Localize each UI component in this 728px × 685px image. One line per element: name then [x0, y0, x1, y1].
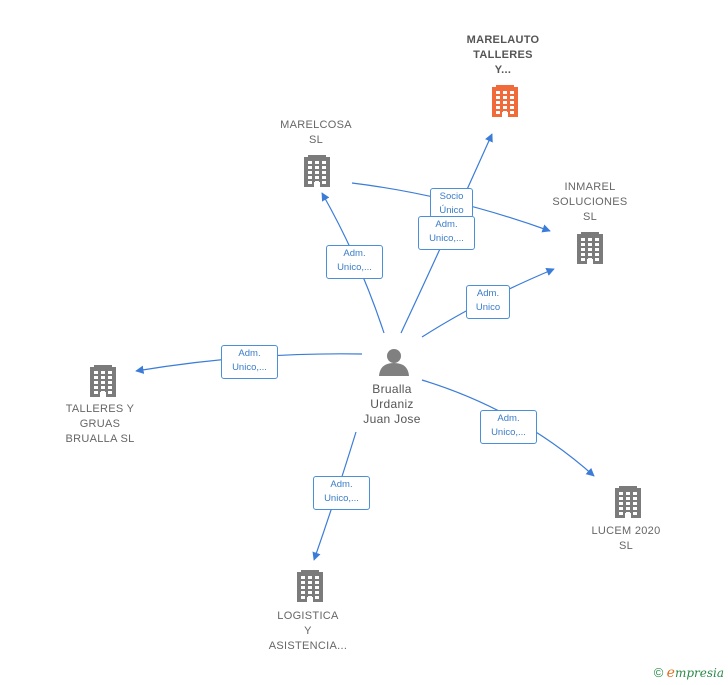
building-icon-marelauto[interactable]	[492, 85, 518, 117]
node-label-inmarel[interactable]: INMAREL SOLUCIONES SL	[552, 181, 628, 223]
node-label-lucem[interactable]: LUCEM 2020 SL	[591, 525, 661, 552]
building-icon-marelcosa[interactable]	[304, 155, 330, 187]
edge-label-adm-inmarel[interactable]: Adm. Unico	[466, 285, 510, 319]
building-icon-lucem[interactable]	[615, 486, 641, 518]
edge-label-socio-unico[interactable]: Socio Único	[430, 188, 473, 218]
center-person-label[interactable]: Brualla Urdaniz Juan Jose	[363, 382, 421, 426]
node-label-marelcosa[interactable]: MARELCOSA SL	[280, 119, 352, 146]
building-icon-inmarel[interactable]	[577, 232, 603, 264]
node-label-talleres[interactable]: TALLERES Y GRUAS BRUALLA SL	[65, 403, 135, 445]
node-label-logistica[interactable]: LOGISTICA Y ASISTENCIA...	[268, 610, 348, 652]
edge-label-adm-marelauto[interactable]: Adm. Unico,...	[418, 216, 475, 250]
copyright-symbol: ©	[653, 665, 664, 680]
node-label-marelauto[interactable]: MARELAUTO TALLERES Y...	[466, 34, 540, 76]
empresia-logo: © empresia	[654, 665, 724, 681]
brand-first-letter: e	[666, 665, 675, 681]
building-icon-logistica[interactable]	[297, 570, 323, 602]
edge-label-adm-marelcosa[interactable]: Adm. Unico,...	[326, 245, 383, 279]
person-icon[interactable]	[379, 349, 409, 376]
building-icon-talleres[interactable]	[90, 365, 116, 397]
edge-label-adm-talleres[interactable]: Adm. Unico,...	[221, 345, 278, 379]
edge-label-adm-logistica[interactable]: Adm. Unico,...	[313, 476, 370, 510]
brand-name-rest: mpresia	[674, 666, 724, 680]
edge-label-adm-lucem[interactable]: Adm. Unico,...	[480, 410, 537, 444]
